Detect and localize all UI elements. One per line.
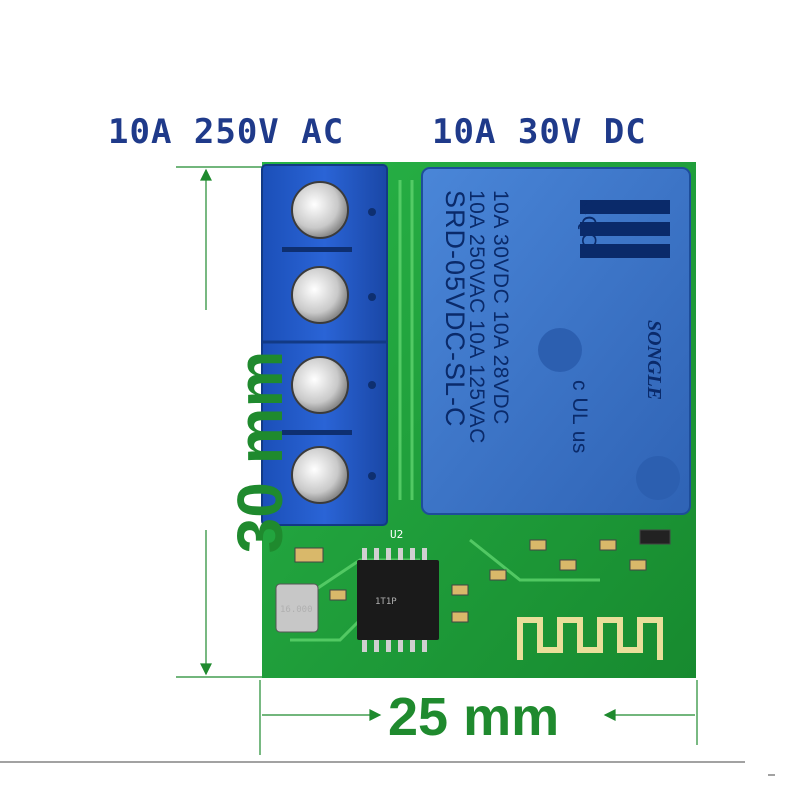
relay-rating-line1: 10A 250VAC 10A 125VAC bbox=[465, 190, 488, 444]
dc-rating-label: 10A 30V DC bbox=[432, 112, 647, 152]
relay-dot-top bbox=[538, 328, 582, 372]
relay-brand: SONGLE bbox=[643, 320, 665, 400]
relay-cqc: CQC bbox=[577, 200, 600, 248]
crystal-marking: 16.000 bbox=[280, 605, 313, 615]
height-dimension-label: 30 mm bbox=[224, 350, 296, 554]
pcb-antenna bbox=[517, 617, 663, 660]
ic-pins bbox=[362, 548, 427, 652]
ic-label: U2 bbox=[390, 528, 403, 541]
relay-logo bbox=[580, 200, 670, 258]
ic-marking: 1T1P bbox=[375, 597, 397, 607]
relay-model: SRD-05VDC-SL-C bbox=[440, 190, 470, 428]
smd-components bbox=[294, 529, 671, 623]
relay-ul-mark: c UL us bbox=[568, 380, 591, 454]
relay-dot-bottom bbox=[636, 456, 680, 500]
main-ic bbox=[357, 560, 439, 640]
ac-rating-label: 10A 250V AC bbox=[108, 112, 345, 152]
relay-rating-line2: 10A 30VDC 10A 28VDC bbox=[489, 190, 512, 425]
width-dimension-label: 25 mm bbox=[388, 687, 560, 747]
crystal-oscillator bbox=[275, 583, 319, 633]
terminal-screws bbox=[282, 181, 376, 504]
dimension-lines bbox=[176, 166, 698, 755]
